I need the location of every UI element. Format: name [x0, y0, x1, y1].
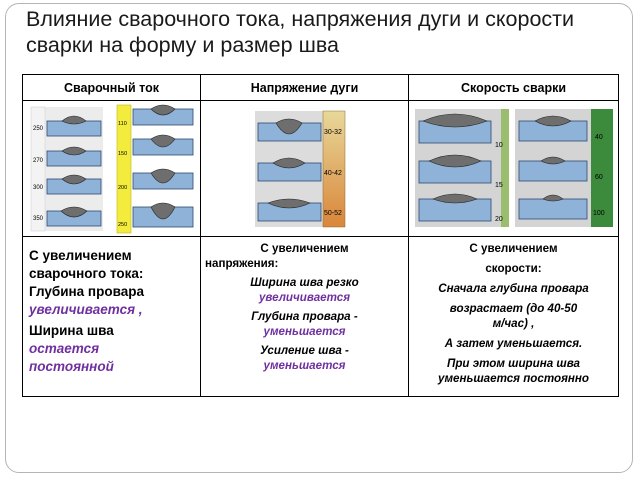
current-scale-label: 270 [33, 158, 44, 164]
speed-text-line: Сначала глубина провара [438, 282, 589, 295]
current-scale-label: 350 [33, 216, 44, 222]
speed-diagram-b: 40 60 100 [515, 109, 613, 227]
speed-text-line: С увеличением [469, 242, 558, 255]
current-text-line: С увеличением [29, 248, 132, 263]
voltage-text-line: увеличивается [258, 291, 351, 304]
slide-title: Влияние сварочного тока, напряжения дуги… [26, 7, 575, 57]
current-diagram-a: 250 270 300 350 [30, 106, 103, 232]
current-text-line: увеличивается , [29, 302, 143, 317]
slide-frame [5, 3, 633, 473]
speed-text-line: При этом ширина шва [447, 357, 580, 370]
voltage-text-line: уменьшается [263, 325, 346, 338]
voltage-scale-label: 50-52 [324, 210, 342, 217]
current-diagram-b: 110 150 200 250 [116, 104, 194, 234]
voltage-diagram: 30-32 40-42 50-52 [255, 110, 346, 228]
speed-scale-label: 40 [595, 134, 603, 141]
voltage-text-line: С увеличением [260, 242, 349, 255]
current-scale-label: 300 [33, 185, 44, 191]
current-scale-label: 250 [33, 126, 44, 132]
header-welding-speed: Скорость сварки [409, 75, 618, 101]
speed-description: С увеличением скорости: Сначала глубина … [409, 237, 618, 396]
voltage-scale-label: 30-32 [324, 129, 342, 136]
current-text-line: Глубина провара [29, 284, 144, 299]
speed-illustration: 10 15 20 40 60 100 [409, 101, 618, 237]
voltage-text-line: Глубина провара - [251, 310, 358, 323]
speed-scale-label: 60 [595, 174, 603, 181]
speed-text-line: м/час) , [492, 317, 535, 330]
header-welding-current: Сварочный ток [23, 75, 201, 101]
current-scale-label: 110 [118, 121, 127, 127]
comparison-table: Сварочный ток Напряжение дуги Скорость с… [22, 74, 619, 397]
speed-diagram-a: 10 15 20 [415, 109, 509, 227]
voltage-description: С увеличением напряжения: Ширина шва рез… [201, 237, 409, 396]
current-text-line: остается [29, 341, 100, 356]
speed-scale-label: 10 [495, 142, 503, 149]
voltage-text-line: уменьшается [263, 359, 346, 372]
voltage-text-line: напряжения: [205, 257, 279, 270]
speed-scale-label: 100 [593, 210, 605, 217]
voltage-scale-label: 40-42 [324, 170, 342, 177]
speed-text-line: возрастает (до 40-50 [449, 302, 578, 315]
current-illustration: 250 270 300 350 110 150 200 250 [23, 101, 201, 237]
current-text-line: сварочного тока: [29, 266, 144, 281]
current-scale-label: 250 [118, 222, 127, 228]
speed-scale-label: 20 [495, 216, 503, 223]
current-description: С увеличением сварочного тока: Глубина п… [23, 237, 201, 396]
speed-text-line: уменьшается постоянно [438, 372, 589, 385]
voltage-illustration: 30-32 40-42 50-52 [201, 101, 409, 237]
current-scale-label: 150 [118, 151, 127, 157]
current-text-line: Ширина шва [29, 323, 114, 338]
header-arc-voltage: Напряжение дуги [201, 75, 409, 101]
speed-text-line: скорости: [485, 262, 542, 275]
speed-text-line: А затем уменьшается. [444, 337, 583, 350]
voltage-text-line: Ширина шва резко [250, 276, 359, 289]
speed-scale-label: 15 [495, 182, 503, 189]
current-scale-label: 200 [118, 185, 127, 191]
current-text-line: постоянной [29, 359, 114, 374]
voltage-text-line: Усиление шва - [260, 344, 349, 357]
